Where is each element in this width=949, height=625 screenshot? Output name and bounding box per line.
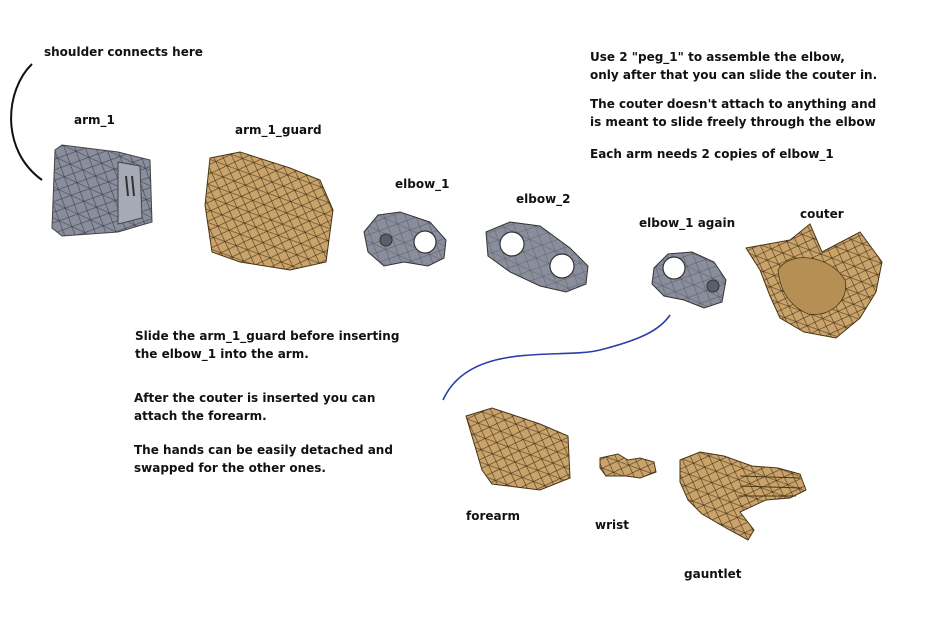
note-line: Use 2 "peg_1" to assemble the elbow, — [590, 50, 845, 64]
note-line: the elbow_1 into the arm. — [135, 347, 309, 361]
shoulder-bracket-line — [10, 63, 43, 181]
note-line: attach the forearm. — [134, 409, 267, 423]
note-line: After the couter is inserted you can — [134, 391, 376, 405]
note-line: The hands can be easily detached and — [134, 443, 393, 457]
label-arm-1-guard: arm_1_guard — [235, 123, 322, 137]
arm-1-guard-part — [204, 151, 334, 271]
note-line: The couter doesn't attach to anything an… — [590, 97, 877, 111]
label-gauntlet: gauntlet — [684, 567, 742, 581]
couter-part — [745, 223, 883, 339]
note-couter-slide: The couter doesn't attach to anything an… — [590, 95, 876, 131]
note-line: only after that you can slide the couter… — [590, 68, 878, 82]
note-line: is meant to slide freely through the elb… — [590, 115, 876, 129]
note-line: swapped for the other ones. — [134, 461, 326, 475]
note-elbow-copies: Each arm needs 2 copies of elbow_1 — [590, 145, 834, 163]
note-hands: The hands can be easily detached and swa… — [134, 441, 393, 477]
forearm-connector-line — [442, 314, 671, 401]
elbow-1-again-part — [651, 251, 727, 309]
arm-1-part — [51, 144, 153, 237]
label-wrist: wrist — [595, 518, 629, 532]
note-line: Each arm needs 2 copies of elbow_1 — [590, 147, 834, 161]
label-elbow-2: elbow_2 — [516, 192, 571, 206]
label-couter: couter — [800, 207, 844, 221]
wrist-part — [599, 453, 657, 479]
label-shoulder: shoulder connects here — [44, 45, 203, 59]
elbow-2-part — [485, 221, 589, 293]
note-guard: Slide the arm_1_guard before inserting t… — [135, 327, 399, 363]
elbow-1-part — [363, 211, 447, 267]
note-elbow-assembly: Use 2 "peg_1" to assemble the elbow, onl… — [590, 48, 877, 84]
label-arm-1: arm_1 — [74, 113, 115, 127]
gauntlet-part — [679, 451, 807, 541]
note-line: Slide the arm_1_guard before inserting — [135, 329, 400, 343]
note-forearm: After the couter is inserted you can att… — [134, 389, 375, 425]
forearm-part — [465, 407, 571, 491]
label-elbow-1: elbow_1 — [395, 177, 450, 191]
label-forearm: forearm — [466, 509, 521, 523]
label-elbow-1-again: elbow_1 again — [639, 216, 736, 230]
